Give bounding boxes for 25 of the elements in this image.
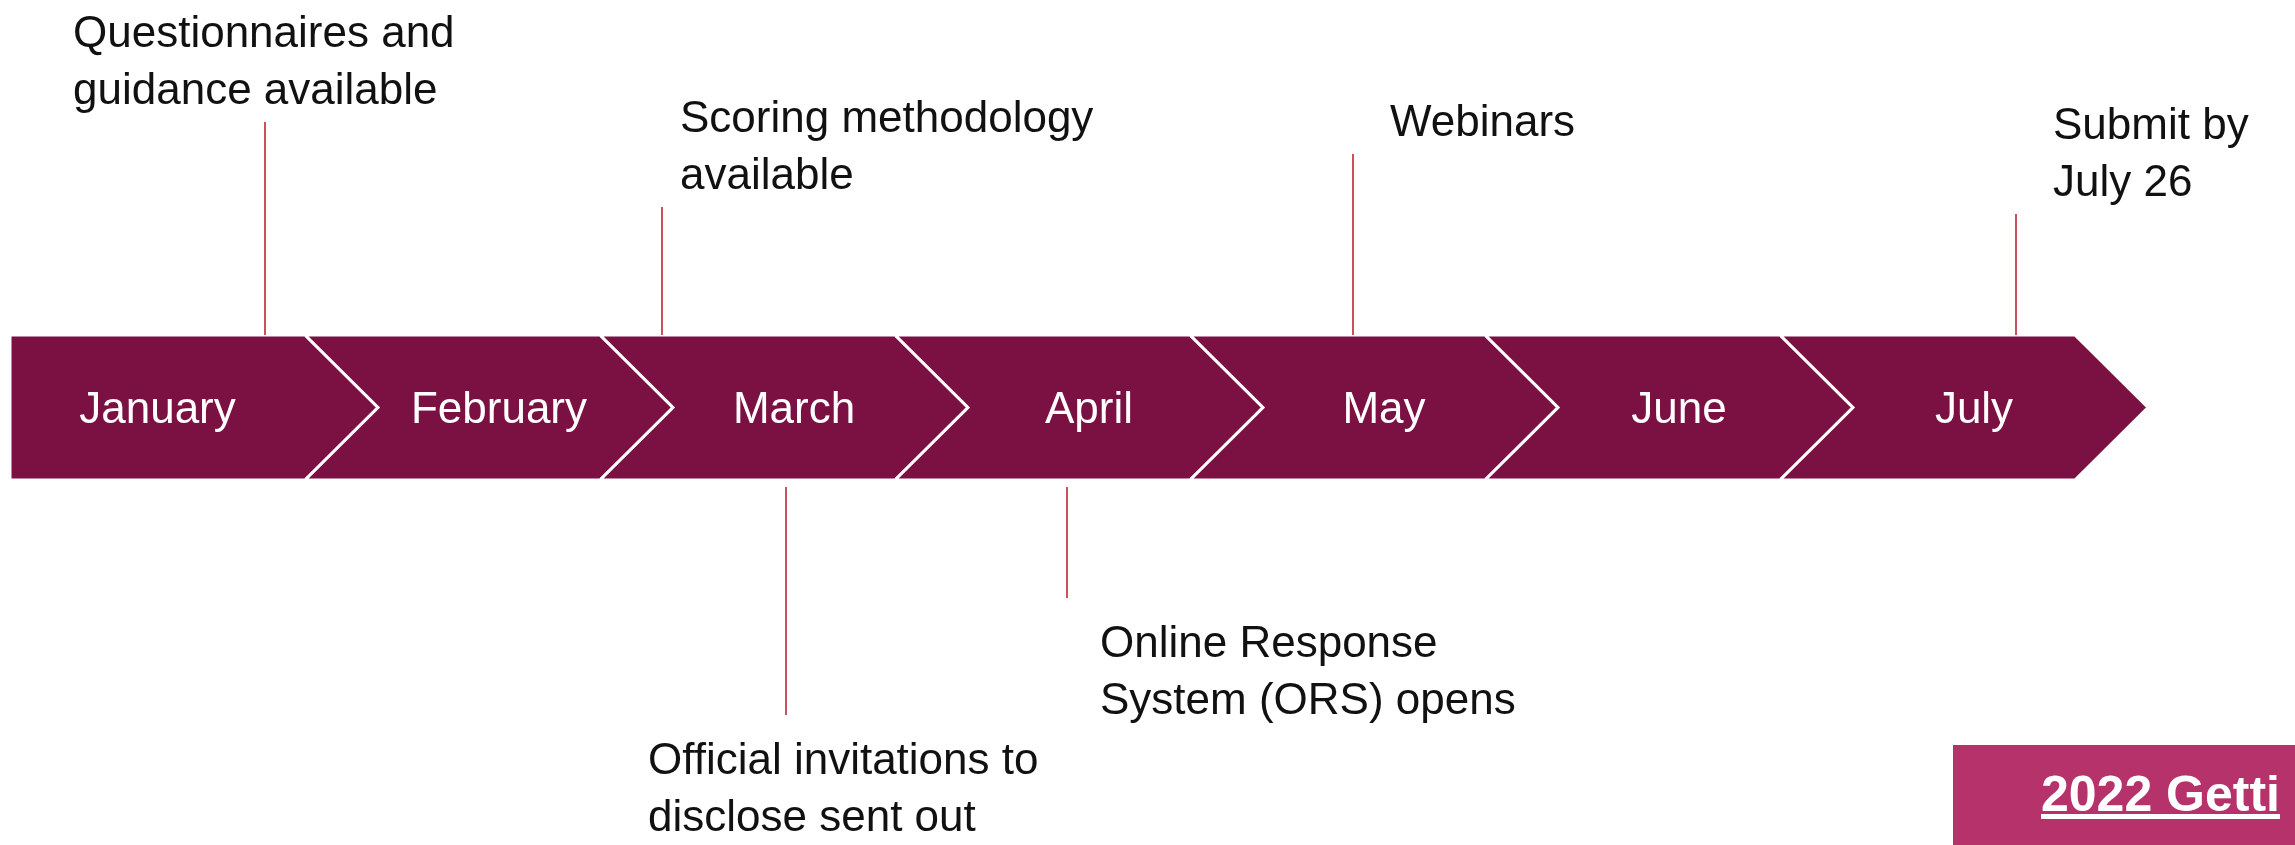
milestone-text: Online Response System (ORS) opens — [1100, 613, 1540, 727]
month-label: April — [1045, 382, 1133, 433]
milestone-text: Submit by July 26 — [2053, 95, 2293, 209]
milestone-text: Scoring methodology available — [680, 88, 1240, 202]
leader-line — [264, 121, 266, 336]
month-label: July — [1934, 382, 2014, 433]
month-label: March — [732, 382, 856, 433]
milestone-text: Questionnaires and guidance available — [73, 3, 533, 117]
month-label: May — [1342, 382, 1426, 433]
month-label: February — [410, 382, 588, 433]
month-segment — [1485, 335, 1853, 480]
milestone-text: Webinars — [1390, 92, 1690, 149]
leader-line — [2015, 213, 2017, 336]
month-segment — [1780, 335, 2148, 480]
leader-line — [1352, 153, 1354, 336]
banner-button: 2022 Getti — [1953, 745, 2295, 845]
milestone-text: Official invitations to disclose sent out — [648, 730, 1068, 844]
month-segment — [895, 335, 1263, 480]
month-label: June — [1631, 382, 1727, 433]
month-segment — [305, 335, 673, 480]
leader-line — [661, 206, 663, 336]
month-segment — [600, 335, 968, 480]
leader-line — [1066, 486, 1068, 599]
month-segment — [1190, 335, 1558, 480]
leader-line — [785, 486, 787, 716]
